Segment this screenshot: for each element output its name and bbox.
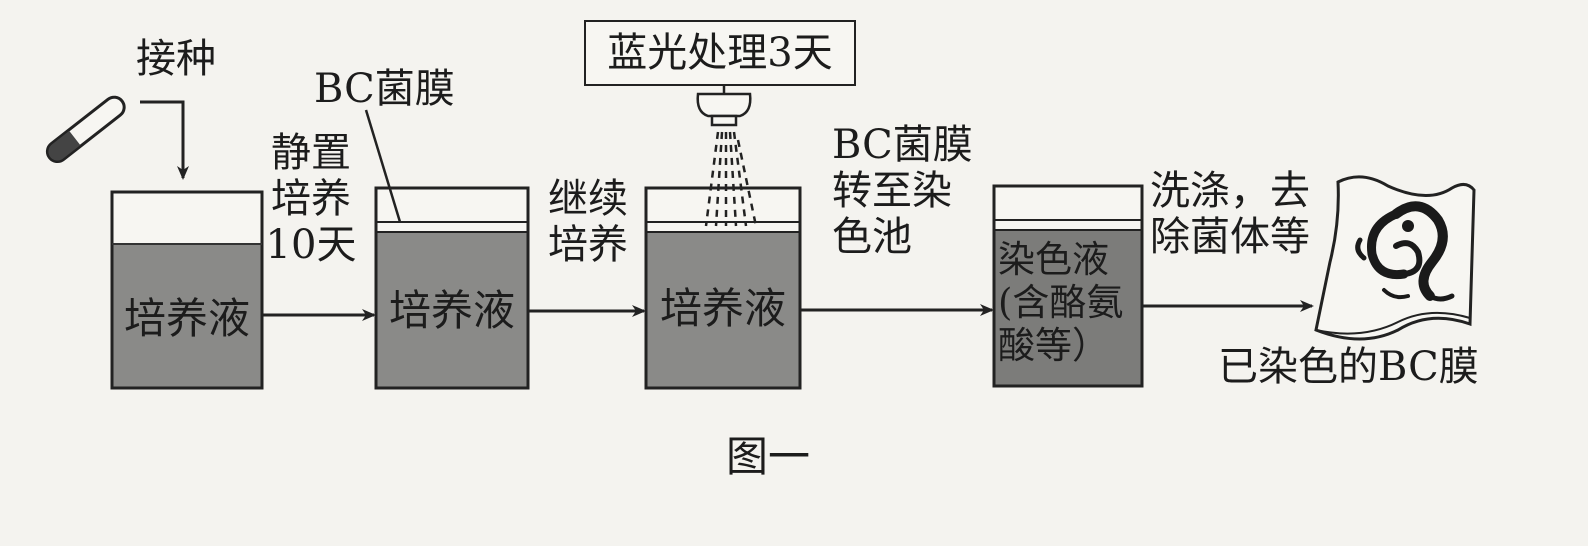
lamp-icon	[696, 86, 758, 227]
wash-line-2: 除菌体等	[1150, 214, 1310, 260]
blue-light-label: 蓝光处理3天	[584, 20, 856, 86]
transfer-line-1: BC菌膜	[832, 122, 973, 168]
static-culture-line-2: 培养	[271, 176, 351, 222]
static-culture-label: 静置 培养 10天	[262, 130, 360, 268]
dye-liquid-line-1: 染色液	[998, 238, 1109, 281]
medium-label-3: 培养液	[659, 284, 786, 333]
transfer-label: BC菌膜 转至染 色池	[832, 122, 973, 260]
wash-line-1: 洗涤，去	[1150, 168, 1310, 214]
bc-film-pointer	[364, 109, 402, 223]
continue-culture-label: 继续 培养	[538, 176, 638, 268]
medium-label-2: 培养液	[388, 286, 515, 335]
dye-liquid-line-2: (含酪氨	[998, 281, 1124, 324]
wash-label: 洗涤，去 除菌体等	[1150, 168, 1310, 260]
inoculate-arrow	[140, 100, 189, 180]
transfer-line-2: 转至染	[832, 168, 952, 214]
transfer-line-3: 色池	[832, 214, 912, 260]
figure-caption: 图一	[726, 432, 811, 481]
dyed-film-sheet	[1314, 175, 1476, 341]
inoculate-label: 接种	[136, 36, 216, 82]
dye-liquid-label: 染色液 (含酪氨 酸等）	[998, 238, 1123, 367]
continue-culture-line-1: 继续	[548, 176, 628, 222]
beaker-2	[374, 186, 530, 390]
static-culture-line-3: 10天	[265, 222, 357, 268]
beaker-4	[992, 184, 1144, 388]
dye-liquid-line-3: 酸等）	[998, 324, 1109, 367]
beaker-3	[644, 186, 802, 390]
medium-label-1: 培养液	[123, 294, 250, 343]
beaker-1	[110, 190, 264, 390]
test-tube-icon	[45, 95, 126, 164]
continue-culture-line-2: 培养	[548, 222, 628, 268]
dragon-pattern-icon	[1355, 201, 1455, 302]
bc-film-label: BC菌膜	[314, 66, 455, 112]
static-culture-line-1: 静置	[271, 130, 351, 176]
dyed-film-label: 已染色的BC膜	[1218, 344, 1479, 390]
